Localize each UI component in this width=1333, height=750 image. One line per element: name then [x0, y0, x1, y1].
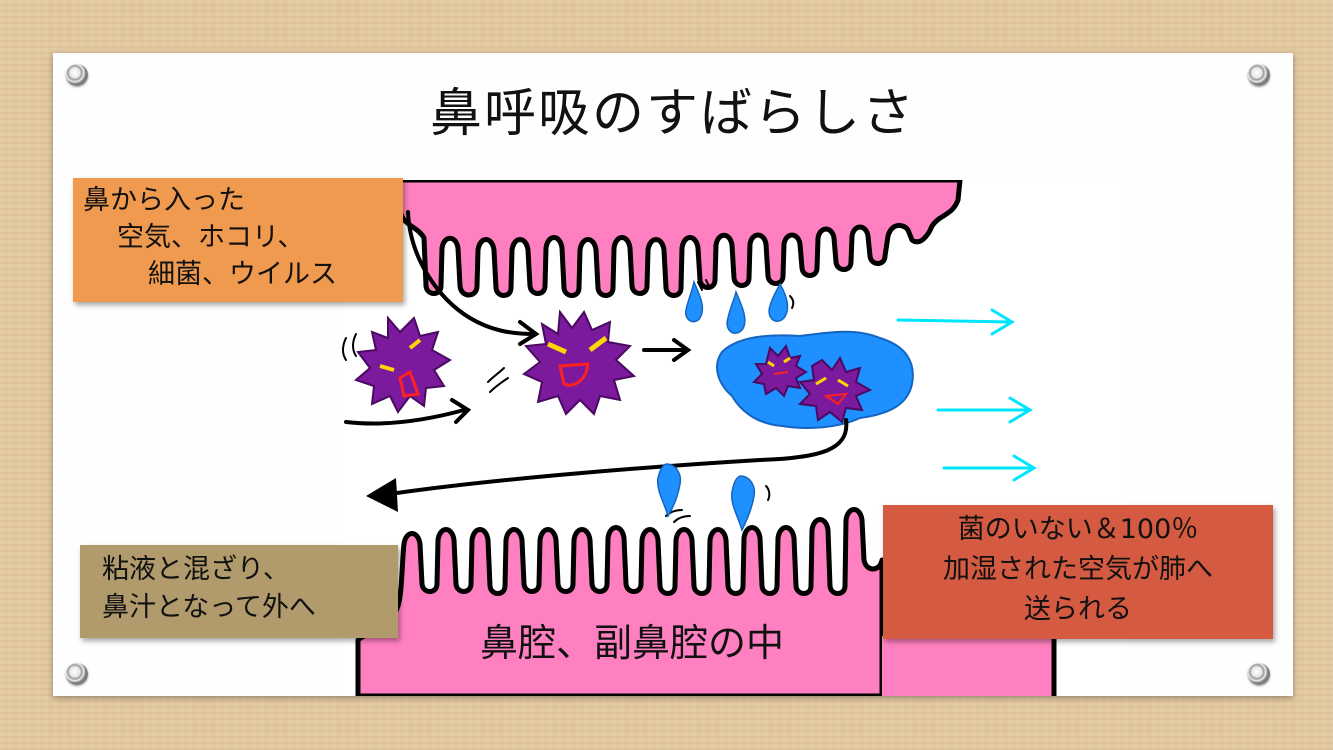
clean-air-arrows: [896, 308, 1037, 482]
mucus-out-arrowhead: [366, 478, 398, 512]
droplet-4: [656, 463, 682, 518]
mucus-line-1: 粘液と混ざり、: [102, 554, 290, 585]
germ-icon-3: [751, 343, 808, 398]
airflow-arrows: [344, 210, 849, 496]
inhaled-particles-box: 鼻から入った 空気、ホコリ、 細菌、ウイルス: [73, 178, 403, 302]
clean-air-line-1: 菌のいない＆100％: [957, 514, 1199, 545]
mucus-droplets: [656, 279, 789, 533]
nasal-cavity-illustration: [340, 180, 1125, 696]
nasal-cavity-label: 鼻腔、副鼻腔の中: [480, 621, 785, 665]
droplet-5: [730, 475, 756, 533]
rivet-icon-bottom-right: [1248, 663, 1270, 685]
droplet-1: [685, 279, 704, 323]
inhaled-line-3: 細菌、ウイルス: [148, 259, 337, 290]
lower-nasal-tissue: [355, 507, 885, 696]
rivet-icon-bottom-left: [66, 663, 88, 685]
inhaled-line-2: 空気、ホコリ、: [117, 222, 305, 253]
droplet-3: [768, 282, 789, 322]
inhaled-line-1: 鼻から入った: [83, 185, 245, 216]
clean-air-line-2: 加湿された空気が肺へ: [943, 554, 1213, 585]
clean-air-box: 菌のいない＆100％ 加湿された空気が肺へ 送られる: [883, 505, 1273, 639]
germ-icon-1: [354, 315, 452, 414]
slide-title: 鼻呼吸のすばらしさ: [429, 84, 916, 144]
germ-icon-2: [522, 309, 637, 416]
droplet-2: [726, 289, 746, 334]
mucus-line-2: 鼻汁となって外へ: [102, 592, 316, 623]
rivet-icon-top-right: [1248, 64, 1270, 86]
mucus-discharge-box: 粘液と混ざり、 鼻汁となって外へ: [80, 545, 398, 638]
germ-icon-4: [797, 355, 873, 424]
rivet-icon-top-left: [66, 64, 88, 86]
upper-nasal-tissue: [397, 180, 963, 298]
clean-air-line-3: 送られる: [1024, 594, 1132, 625]
